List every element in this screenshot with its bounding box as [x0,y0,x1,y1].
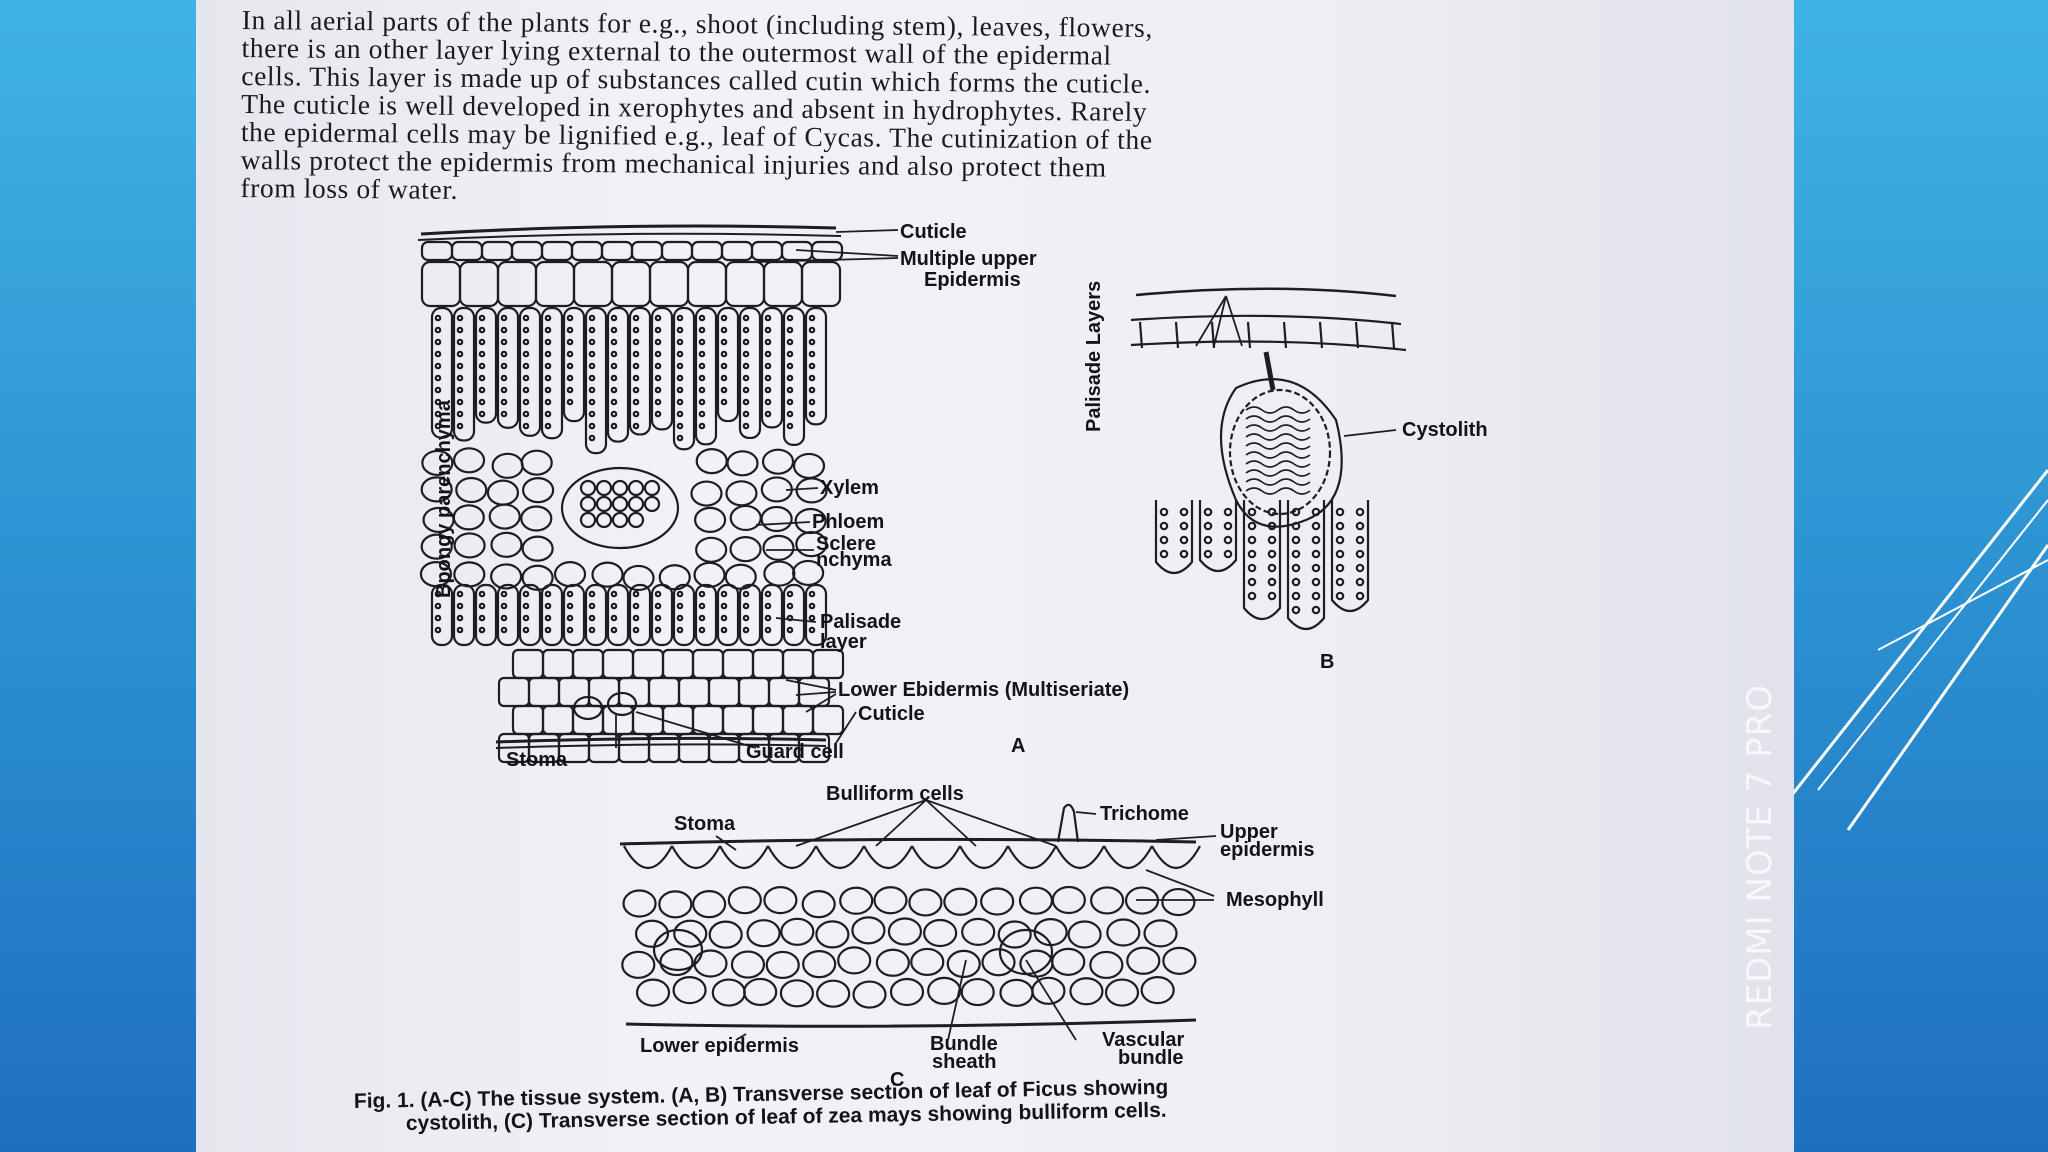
figure-a-leaders [615,229,899,749]
figure-c-drawing [619,803,1201,1028]
label-phloem: Phloem [812,511,884,533]
leaf-figure: Cuticle Multiple upper Epidermis Palisad… [354,221,1488,1135]
figure-b-leaders [1195,295,1397,437]
figure-b-drawing [1130,287,1407,631]
label-bulliform: Bulliform cells [826,783,964,805]
label-sclere: Sclere [816,533,876,555]
label-multiple-upper: Multiple upper [900,248,1037,270]
label-trichome: Trichome [1100,803,1189,825]
label-stoma-c: Stoma [674,813,736,835]
deco-line-1 [1788,469,2048,801]
deco-line-3 [1846,544,2048,831]
label-sheath: sheath [932,1051,996,1073]
label-spongy-parenchyma: Bpongy parenchyma [433,399,455,598]
label-epidermis: Epidermis [924,269,1021,291]
figure-a-drawing [417,224,845,764]
label-cuticle-bottom: Cuticle [858,703,925,725]
label-letter-a: A [1011,735,1025,757]
label-stoma-a: Stoma [506,749,568,771]
deco-line-4 [1877,559,2048,651]
label-lower-epidermis-a: Lower Ebidermis (Multiseriate) [838,679,1129,701]
decorative-lines [1788,469,2048,831]
label-xylem: Xylem [820,477,879,499]
figure-c-leaders [715,799,1217,1041]
label-letter-b: B [1320,651,1334,673]
label-mesophyll: Mesophyll [1226,889,1324,911]
label-vascular: Vascular [1102,1029,1185,1051]
label-palisade: Palisade [820,611,901,633]
label-bundle: Bundle [930,1033,998,1055]
label-epidermis-c: epidermis [1220,839,1314,861]
label-cystolith: Cystolith [1402,419,1488,441]
deco-line-2 [1817,499,2048,791]
label-vbundle: bundle [1118,1047,1184,1069]
label-layer: layer [820,631,867,653]
label-nchyma: nchyma [816,549,892,571]
label-guard-cell: Guard cell [746,741,844,763]
scanned-page: In all aerial parts of the plants for e.… [196,0,1794,1152]
label-letter-c: C [890,1069,904,1091]
label-palisade-layers: Palisade Layers [1083,281,1105,432]
watermark-text: REDMI NOTE 7 PRO [1740,683,1780,1030]
label-lower-epidermis-c: Lower epidermis [640,1035,799,1057]
label-cuticle-top: Cuticle [900,221,967,243]
label-upper: Upper [1220,821,1278,843]
